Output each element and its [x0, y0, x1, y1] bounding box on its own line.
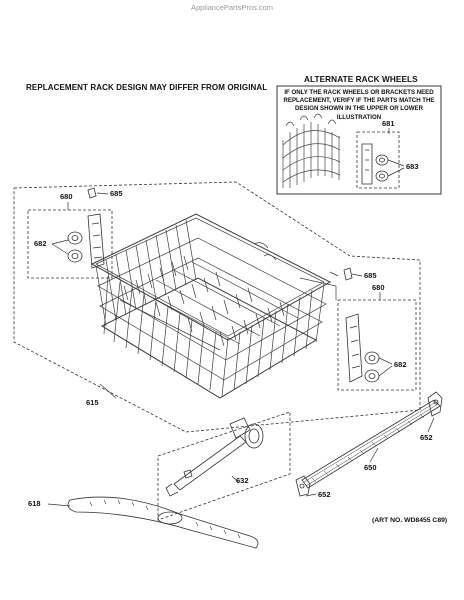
part-681-dashed-box [356, 131, 400, 189]
part-label-650: 650 [364, 463, 377, 472]
leader-682-right [378, 357, 393, 377]
dish-rack [90, 213, 339, 399]
clip-685-left [87, 187, 97, 199]
leader-652-bottom [305, 493, 317, 497]
leader-632 [231, 475, 239, 483]
part-label-652-bottom: 652 [318, 490, 331, 499]
spray-arm-618 [67, 496, 259, 549]
alternate-note-line-3: DESIGN SHOWN IN THE UPPER OR LOWER ILLUS… [295, 105, 423, 121]
alternate-wheels-box [276, 85, 442, 195]
art-number: (ART NO. WD8455 C89) [372, 517, 448, 524]
feed-tube-dashed-box [157, 411, 291, 521]
right-wheel-bracket [345, 313, 380, 383]
part-label-680-left: 680 [60, 192, 73, 201]
leader-615 [99, 383, 117, 399]
alternate-note-line-2: REPLACEMENT, VERIFY IF THE PARTS MATCH T… [283, 97, 435, 105]
leader-685-right [351, 273, 363, 277]
alternate-header: ALTERNATE RACK WHEELS [304, 75, 418, 84]
alt-wheel-bracket [361, 143, 389, 185]
part-label-615: 615 [86, 398, 99, 407]
leader-683 [387, 159, 405, 177]
rail-end-cap-bottom [295, 475, 311, 497]
part-label-680-right: 680 [372, 283, 385, 292]
part-label-682-right: 682 [394, 360, 407, 369]
leader-618 [47, 503, 71, 507]
part-label-681: 681 [382, 119, 395, 128]
part-label-683: 683 [406, 162, 419, 171]
alternate-note-line-1: IF ONLY THE RACK WHEELS OR BRACKETS NEED [284, 89, 434, 96]
clip-685-right [343, 267, 353, 281]
part-label-682-left: 682 [34, 239, 47, 248]
leader-650 [369, 447, 379, 463]
leader-685-left [96, 192, 109, 195]
part-label-618: 618 [28, 499, 41, 508]
part-label-632: 632 [236, 476, 249, 485]
spray-arm-feed-tube-632 [165, 417, 264, 497]
leader-682-left [51, 239, 69, 255]
alternate-rack-corner [282, 113, 341, 188]
part-label-685-right: 685 [364, 271, 377, 280]
rack-rail-650 [301, 399, 441, 489]
leader-652-top [427, 417, 435, 433]
alternate-note: IF ONLY THE RACK WHEELS OR BRACKETS NEED… [278, 89, 440, 122]
left-wheel-dashed-box [27, 209, 113, 279]
right-wheel-dashed-box [337, 299, 417, 391]
part-label-652-top: 652 [420, 433, 433, 442]
replacement-header: REPLACEMENT RACK DESIGN MAY DIFFER FROM … [26, 83, 268, 92]
part-label-685-left: 685 [110, 189, 123, 198]
watermark: AppliancePartsPros.com [190, 3, 274, 12]
rail-end-cap-top [427, 391, 443, 417]
left-wheel-bracket [67, 213, 105, 269]
upper-rack-dashed-outline [13, 181, 421, 433]
